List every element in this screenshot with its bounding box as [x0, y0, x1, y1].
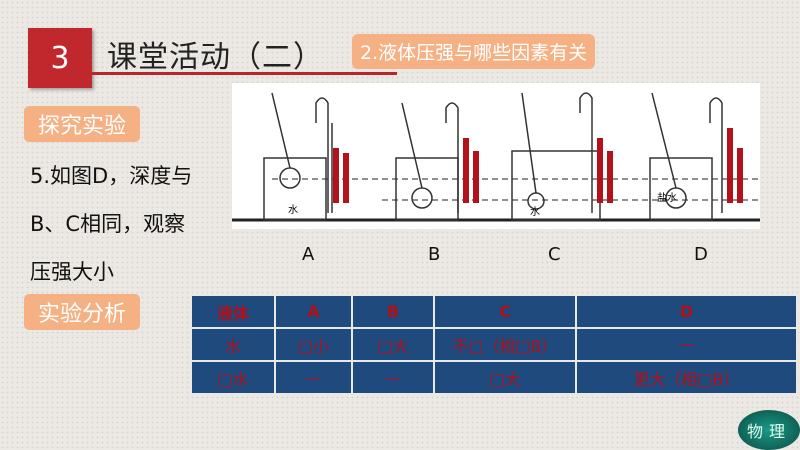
figure-label-d: D — [694, 244, 708, 265]
analysis-tag: 实验分析 — [24, 294, 141, 330]
title-underline — [92, 72, 397, 75]
header-cell: 液体 — [190, 294, 276, 329]
question-line: 5.如图D，深度与 — [30, 164, 193, 188]
table-cell: □大 — [433, 360, 577, 395]
question-line: 压强大小 — [30, 260, 114, 284]
table-cell: — — [351, 360, 435, 395]
table-row: 水 □小 □大 不□（相□B） — — [190, 327, 798, 362]
table-cell: — — [274, 360, 353, 395]
header-cell: B — [351, 294, 435, 329]
table-cell: □小 — [274, 327, 353, 362]
analysis-table: 液体 A B C D 水 □小 □大 不□（相□B） — □水 — — □大 更… — [190, 294, 798, 395]
explore-tag: 探究实验 — [24, 106, 141, 142]
water-label: 水 — [288, 204, 298, 216]
table-cell: — — [575, 327, 798, 362]
table-header-row: 液体 A B C D — [190, 294, 798, 329]
saltwater-label: 盐水 — [657, 191, 677, 204]
manometer-illustration: 水 水 盐水 — [232, 92, 760, 222]
water-label: 水 — [530, 206, 540, 218]
table-cell: 不□（相□B） — [433, 327, 577, 362]
table-row: □水 — — □大 更大（相□B） — [190, 360, 798, 395]
figure-label-b: B — [428, 244, 441, 265]
experiment-figure: 水 水 盐水 — [232, 83, 760, 229]
slide-title: 课堂活动（二） — [107, 40, 324, 75]
figure-label-c: C — [548, 244, 561, 265]
header-cell: A — [274, 294, 353, 329]
figure-label-a: A — [302, 244, 315, 265]
header-cell: C — [433, 294, 577, 329]
table-cell: □大 — [351, 327, 435, 362]
table-cell: 更大（相□B） — [575, 360, 798, 395]
table-cell: □水 — [190, 360, 276, 395]
subtitle-badge: 2.液体压强与哪些因素有关 — [352, 34, 596, 69]
header-cell: D — [575, 294, 798, 329]
section-number-badge: 3 — [28, 28, 92, 88]
table-cell: 水 — [190, 327, 276, 362]
physics-logo: 物理 — [738, 410, 800, 450]
question-line: B、C相同，观察 — [30, 212, 186, 236]
